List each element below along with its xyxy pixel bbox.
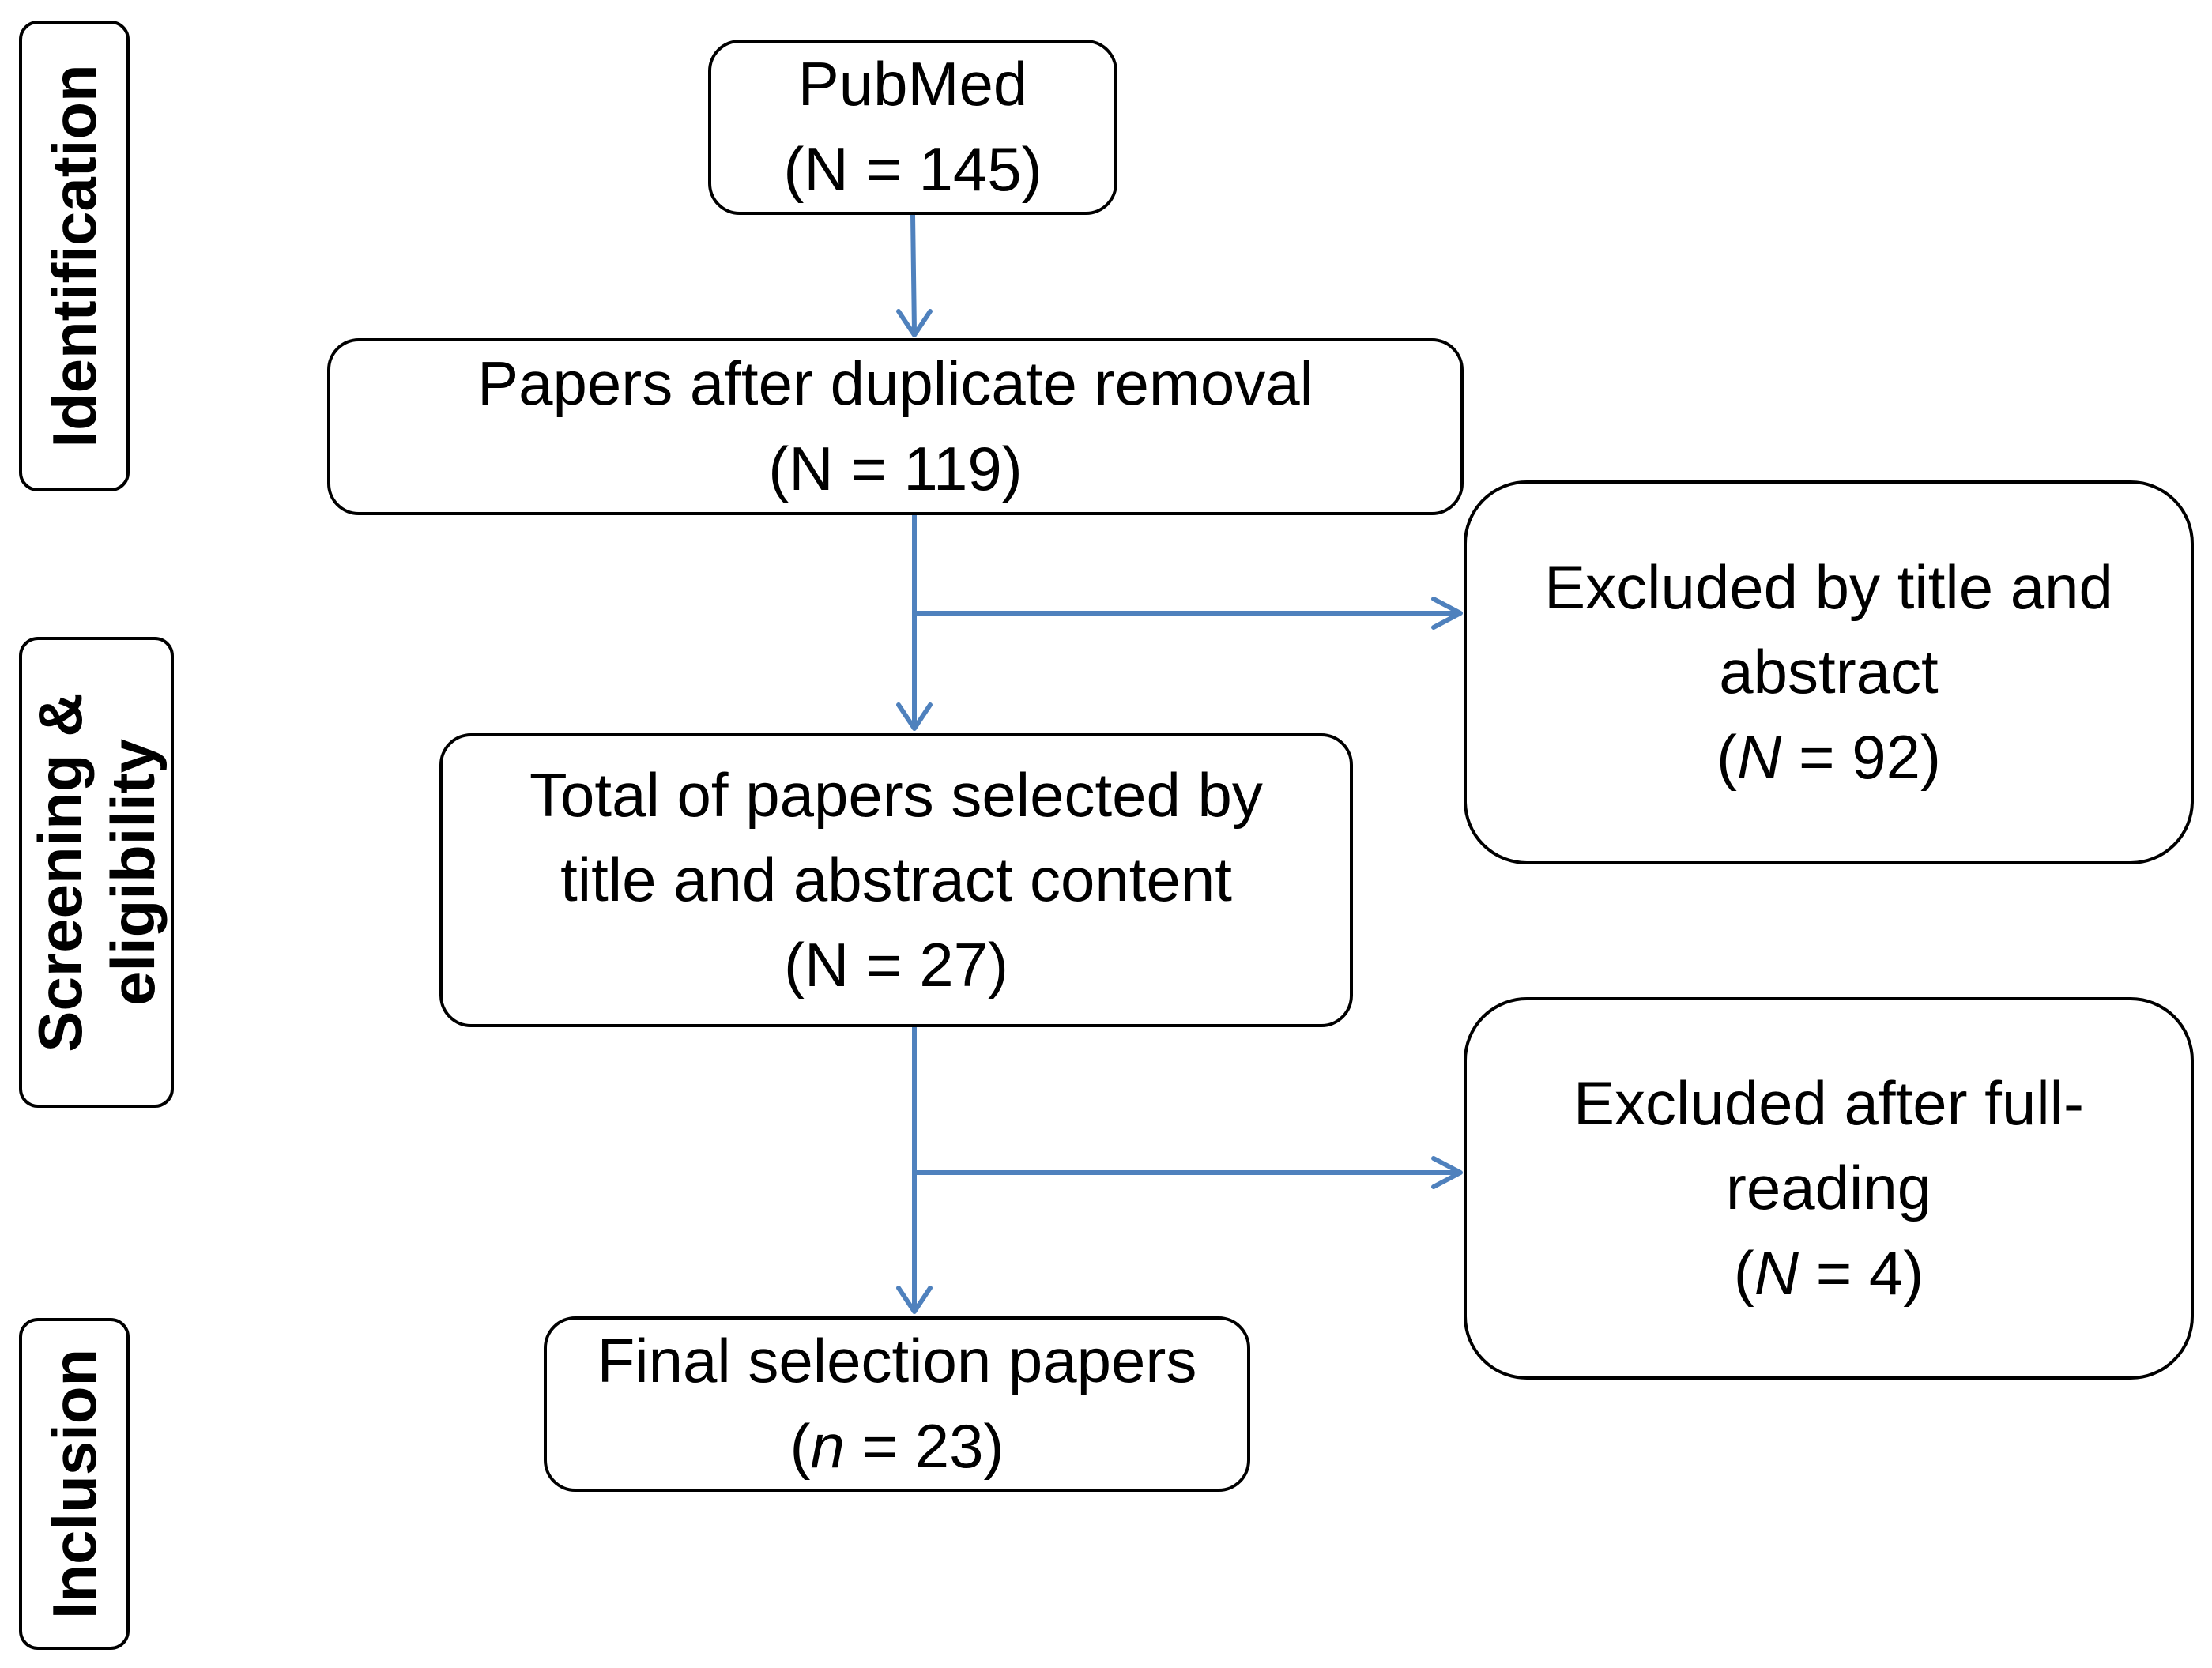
box-selected-count: (N = 27) (784, 929, 1008, 1000)
box-selected-line2: title and abstract content (560, 845, 1232, 915)
box-pubmed-count: (N = 145) (783, 134, 1042, 204)
stage-inclusion: Inclusion (19, 1318, 130, 1650)
box-duplicate-removal-count: (N = 119) (768, 434, 1023, 503)
box-excluded-title-line1: Excluded by title and (1544, 552, 2113, 622)
arrow-to-excluded-full-head (1431, 1156, 1463, 1189)
box-excluded-title-abstract: Excluded by title and abstract (N = 92) (1464, 480, 2194, 864)
box-excluded-full-count: (N = 4) (1733, 1237, 1924, 1308)
box-pubmed: PubMed (N = 145) (708, 40, 1117, 215)
box-duplicate-removal-title: Papers after duplicate removal (477, 348, 1313, 419)
arrow-selected-to-final-head (896, 1286, 933, 1314)
box-excluded-full-line1: Excluded after full- (1573, 1067, 2084, 1138)
arrow-to-excluded-title-head (1431, 597, 1463, 630)
stage-screening-eligibility: Screening & eligibility (19, 637, 174, 1108)
box-final-selection: Final selection papers (n = 23) (544, 1316, 1250, 1492)
box-selected-by-title-abstract: Total of papers selected by title and ab… (439, 733, 1353, 1027)
box-final-count: (n = 23) (789, 1411, 1004, 1481)
box-final-title: Final selection papers (597, 1326, 1197, 1396)
box-excluded-full-reading: Excluded after full- reading (N = 4) (1464, 997, 2194, 1380)
box-duplicate-removal: Papers after duplicate removal (N = 119) (327, 338, 1464, 515)
box-excluded-title-line2: abstract (1719, 637, 1939, 707)
box-excluded-title-count: (N = 92) (1716, 721, 1941, 792)
box-pubmed-title: PubMed (797, 49, 1028, 119)
arrow-pubmed-to-duplicates-head (896, 309, 933, 337)
arrow-duplicates-to-selected-head (896, 702, 933, 731)
box-selected-line1: Total of papers selected by (529, 759, 1263, 830)
stage-identification: Identification (19, 21, 130, 491)
arrow-pubmed-to-duplicates (910, 213, 917, 334)
box-excluded-full-line2: reading (1725, 1153, 1932, 1223)
